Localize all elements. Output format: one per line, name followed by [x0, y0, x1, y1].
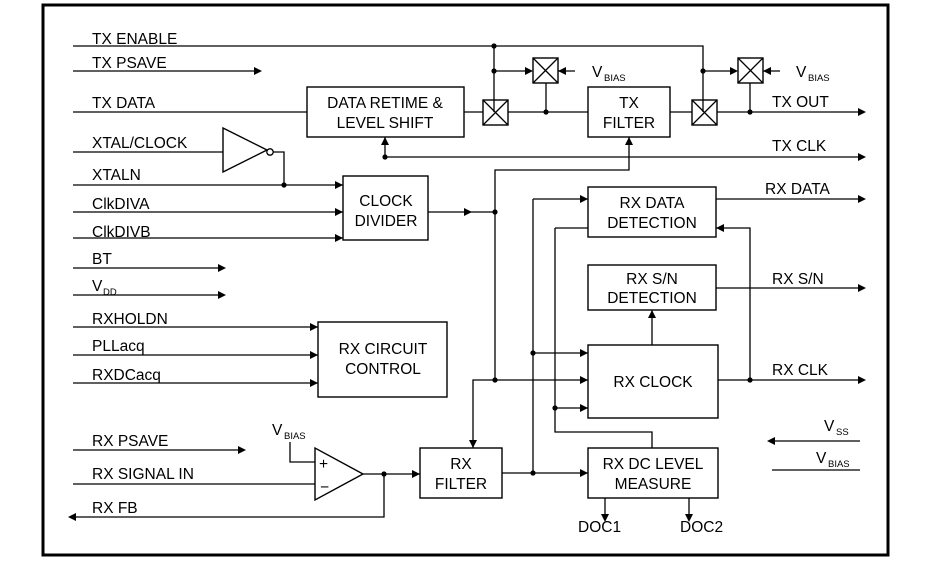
svg-text:RX CLOCK: RX CLOCK	[613, 374, 693, 391]
svg-text:LEVEL SHIFT: LEVEL SHIFT	[337, 115, 434, 132]
svg-text:FILTER: FILTER	[435, 476, 487, 493]
svg-text:V: V	[272, 422, 283, 439]
svg-text:V: V	[824, 418, 835, 435]
svg-text:RX S/N: RX S/N	[626, 271, 678, 288]
svg-text:MEASURE: MEASURE	[615, 476, 692, 493]
tx-filter-block: TX FILTER	[587, 86, 671, 138]
svg-text:RX CIRCUIT: RX CIRCUIT	[339, 341, 428, 358]
label-rxholdn: RXHOLDN	[92, 311, 168, 328]
rx-data-detection-block: RX DATA DETECTION	[587, 186, 717, 238]
rx-dc-level-measure-block: RX DC LEVEL MEASURE	[587, 447, 719, 499]
label-clkdivb: ClkDIVB	[92, 224, 151, 241]
label-rx-sn: RX S/N	[772, 271, 824, 288]
label-tx-enable: TX ENABLE	[92, 31, 177, 48]
label-bt: BT	[92, 251, 112, 268]
svg-text:RX DC LEVEL: RX DC LEVEL	[603, 456, 704, 473]
svg-text:BIAS: BIAS	[808, 73, 830, 84]
svg-text:DETECTION: DETECTION	[607, 215, 697, 232]
svg-text:FILTER: FILTER	[603, 115, 655, 132]
label-xtal-clock: XTAL/CLOCK	[92, 135, 188, 152]
label-rx-psave: RX PSAVE	[92, 433, 168, 450]
svg-text:BIAS: BIAS	[284, 431, 306, 442]
label-vdd-subscript: DD	[103, 287, 117, 298]
label-tx-data: TX DATA	[92, 95, 156, 112]
svg-text:CONTROL: CONTROL	[345, 361, 421, 378]
label-doc2: DOC2	[680, 519, 723, 536]
svg-text:RX DATA: RX DATA	[620, 195, 686, 212]
svg-text:RX: RX	[450, 456, 472, 473]
svg-text:V: V	[816, 450, 827, 467]
inverter-xtal	[222, 126, 274, 174]
label-clkdiva: ClkDIVA	[92, 196, 150, 213]
svg-text:−: −	[320, 479, 329, 496]
diagram-frame	[41, 3, 890, 557]
svg-text:TX: TX	[619, 95, 639, 112]
junction-dots	[281, 43, 753, 477]
clock-divider-block: CLOCK DIVIDER	[342, 175, 429, 241]
switch-bias-2	[737, 57, 764, 84]
label-tx-out: TX OUT	[772, 94, 829, 111]
svg-text:SS: SS	[836, 427, 849, 438]
vbias-label-tx1: V BIAS	[592, 64, 626, 84]
switch-tx-out	[691, 99, 718, 126]
label-rx-signal-in: RX SIGNAL IN	[92, 466, 194, 483]
switch-tx-data	[482, 99, 509, 126]
svg-text:CLOCK: CLOCK	[359, 193, 413, 210]
svg-text:DIVIDER: DIVIDER	[355, 213, 418, 230]
rx-filter-block: RX FILTER	[419, 447, 503, 499]
label-pllacq: PLLacq	[92, 338, 145, 355]
opamp-rx-input: + −	[314, 446, 365, 502]
svg-text:DATA RETIME &: DATA RETIME &	[327, 95, 443, 112]
vss-label: V SS	[824, 418, 849, 438]
data-retime-level-shift-block: DATA RETIME & LEVEL SHIFT	[306, 86, 465, 138]
rx-circuit-control-block: RX CIRCUIT CONTROL	[317, 321, 448, 398]
label-vdd: V	[92, 278, 103, 295]
svg-text:V: V	[592, 64, 603, 81]
label-xtaln: XTALN	[92, 167, 141, 184]
svg-text:BIAS: BIAS	[828, 459, 850, 470]
arrowheads	[68, 67, 866, 522]
switch-bias-1	[532, 57, 559, 84]
label-tx-clk: TX CLK	[772, 138, 827, 155]
label-rx-clk: RX CLK	[772, 362, 829, 379]
label-tx-psave: TX PSAVE	[92, 55, 167, 72]
rx-sn-detection-block: RX S/N DETECTION	[587, 264, 717, 311]
label-doc1: DOC1	[578, 519, 621, 536]
label-rx-data: RX DATA	[765, 181, 831, 198]
svg-text:DETECTION: DETECTION	[607, 290, 697, 307]
svg-text:+: +	[319, 456, 328, 473]
rx-clock-block: RX CLOCK	[587, 344, 719, 419]
svg-text:V: V	[796, 64, 807, 81]
vbias-label-right: V BIAS	[816, 450, 850, 470]
vbias-label-tx2: V BIAS	[796, 64, 830, 84]
label-rxdcacq: RXDCacq	[92, 367, 161, 384]
wires	[73, 45, 860, 518]
vbias-label-opamp: V BIAS	[272, 422, 306, 442]
label-rx-fb: RX FB	[92, 500, 138, 517]
svg-text:BIAS: BIAS	[604, 73, 626, 84]
